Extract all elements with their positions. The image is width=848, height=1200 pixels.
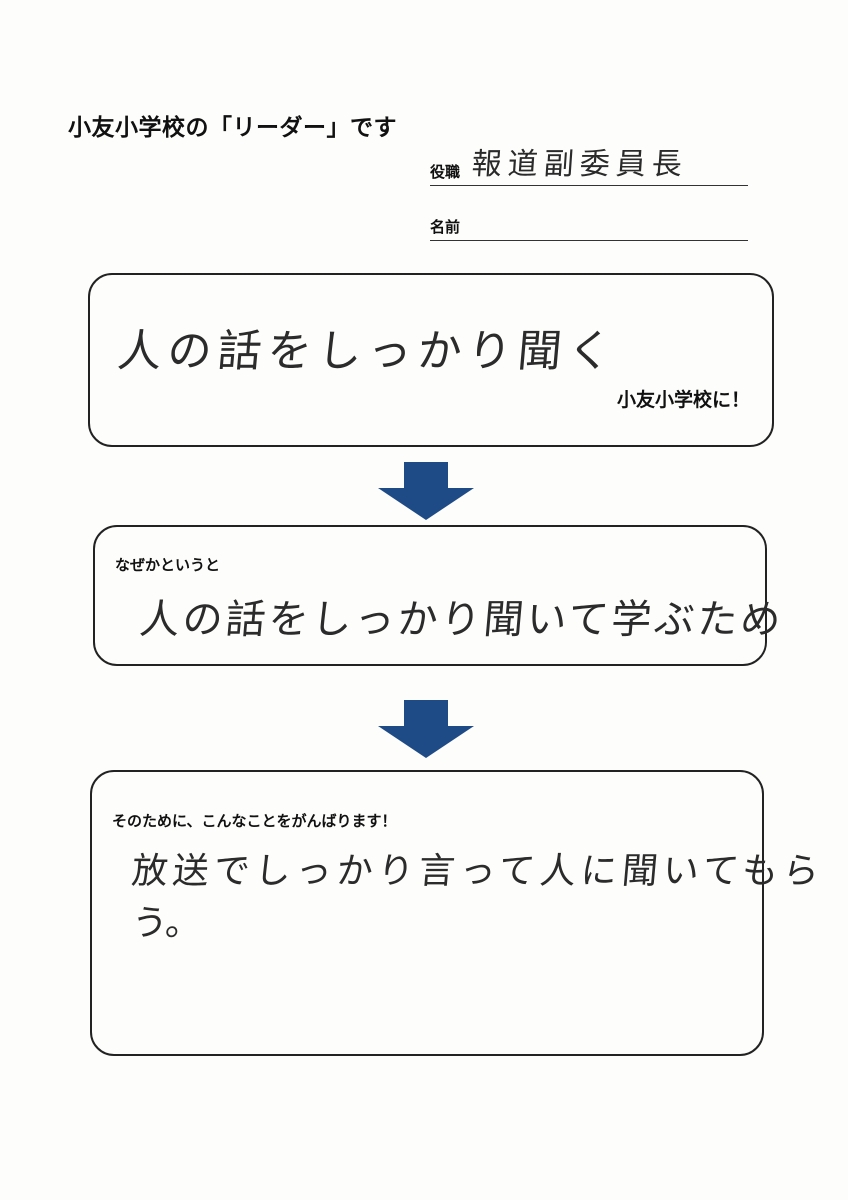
effort-handwritten-line1: 放送でしっかり言って人に聞いてもら [129, 851, 826, 892]
goal-suffix: 小友小学校に！ [616, 389, 750, 411]
role-value: 報道副委員長 [470, 147, 689, 182]
reason-handwritten-text: 人の話をしっかり聞いて学ぶため [137, 597, 786, 643]
effort-label: そのために、こんなことをがんばります！ [112, 812, 397, 830]
goal-box: 人の話をしっかり聞く 小友小学校に！ [88, 273, 774, 447]
effort-handwritten-line2: う。 [129, 903, 204, 944]
reason-box: なぜかというと 人の話をしっかり聞いて学ぶため [93, 525, 785, 666]
name-field: 名前 [430, 200, 748, 241]
down-arrow-icon [378, 462, 474, 520]
page-title: 小友小学校の「リーダー」です [68, 115, 397, 141]
name-label: 名前 [430, 218, 461, 236]
goal-handwritten-text: 人の話をしっかり聞く [115, 326, 620, 377]
reason-label: なぜかというと [115, 556, 221, 574]
effort-box: そのために、こんなことをがんばります！ 放送でしっかり言って人に聞いてもら う。 [90, 770, 826, 1056]
role-label: 役職 [430, 163, 461, 181]
role-field: 役職 報道副委員長 [430, 145, 748, 186]
down-arrow-icon [378, 700, 474, 758]
